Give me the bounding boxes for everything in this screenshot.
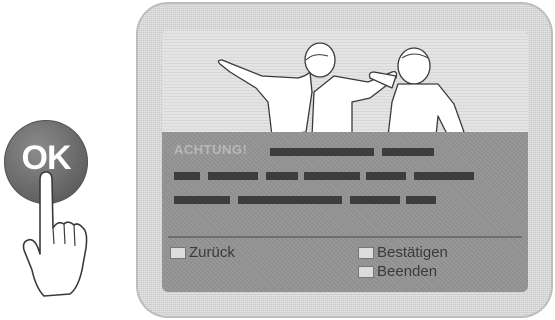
tv-frame: ACHTUNG! Zurück Bes bbox=[138, 4, 551, 316]
confirm-key-label: Bestätigen bbox=[377, 244, 448, 261]
redacted-text bbox=[174, 196, 230, 204]
osd-warning-dialog: ACHTUNG! Zurück Bes bbox=[162, 132, 528, 292]
confirm-key[interactable]: Bestätigen bbox=[358, 244, 448, 261]
redacted-text bbox=[174, 172, 200, 180]
redacted-text bbox=[382, 148, 434, 156]
back-key-label: Zurück bbox=[189, 244, 235, 261]
football-players-illustration bbox=[202, 32, 492, 142]
exit-key-label: Beenden bbox=[377, 263, 437, 280]
redacted-text bbox=[270, 148, 374, 156]
color-key-icon bbox=[358, 266, 374, 278]
redacted-text bbox=[208, 172, 258, 180]
color-key-icon bbox=[358, 247, 374, 259]
back-key[interactable]: Zurück bbox=[170, 244, 235, 261]
redacted-text bbox=[366, 172, 406, 180]
osd-message: ACHTUNG! bbox=[174, 142, 518, 232]
redacted-text bbox=[304, 172, 360, 180]
redacted-text bbox=[406, 196, 436, 204]
osd-divider bbox=[168, 236, 522, 238]
remote-illustration: OK bbox=[0, 120, 135, 320]
redacted-text bbox=[266, 172, 298, 180]
osd-title: ACHTUNG! bbox=[174, 142, 247, 157]
redacted-text bbox=[350, 196, 400, 204]
hand-pointer-icon bbox=[20, 170, 100, 310]
tv-screen: ACHTUNG! Zurück Bes bbox=[162, 30, 528, 292]
color-key-icon bbox=[170, 247, 186, 259]
exit-key[interactable]: Beenden bbox=[358, 263, 437, 280]
redacted-text bbox=[238, 196, 342, 204]
redacted-text bbox=[414, 172, 474, 180]
